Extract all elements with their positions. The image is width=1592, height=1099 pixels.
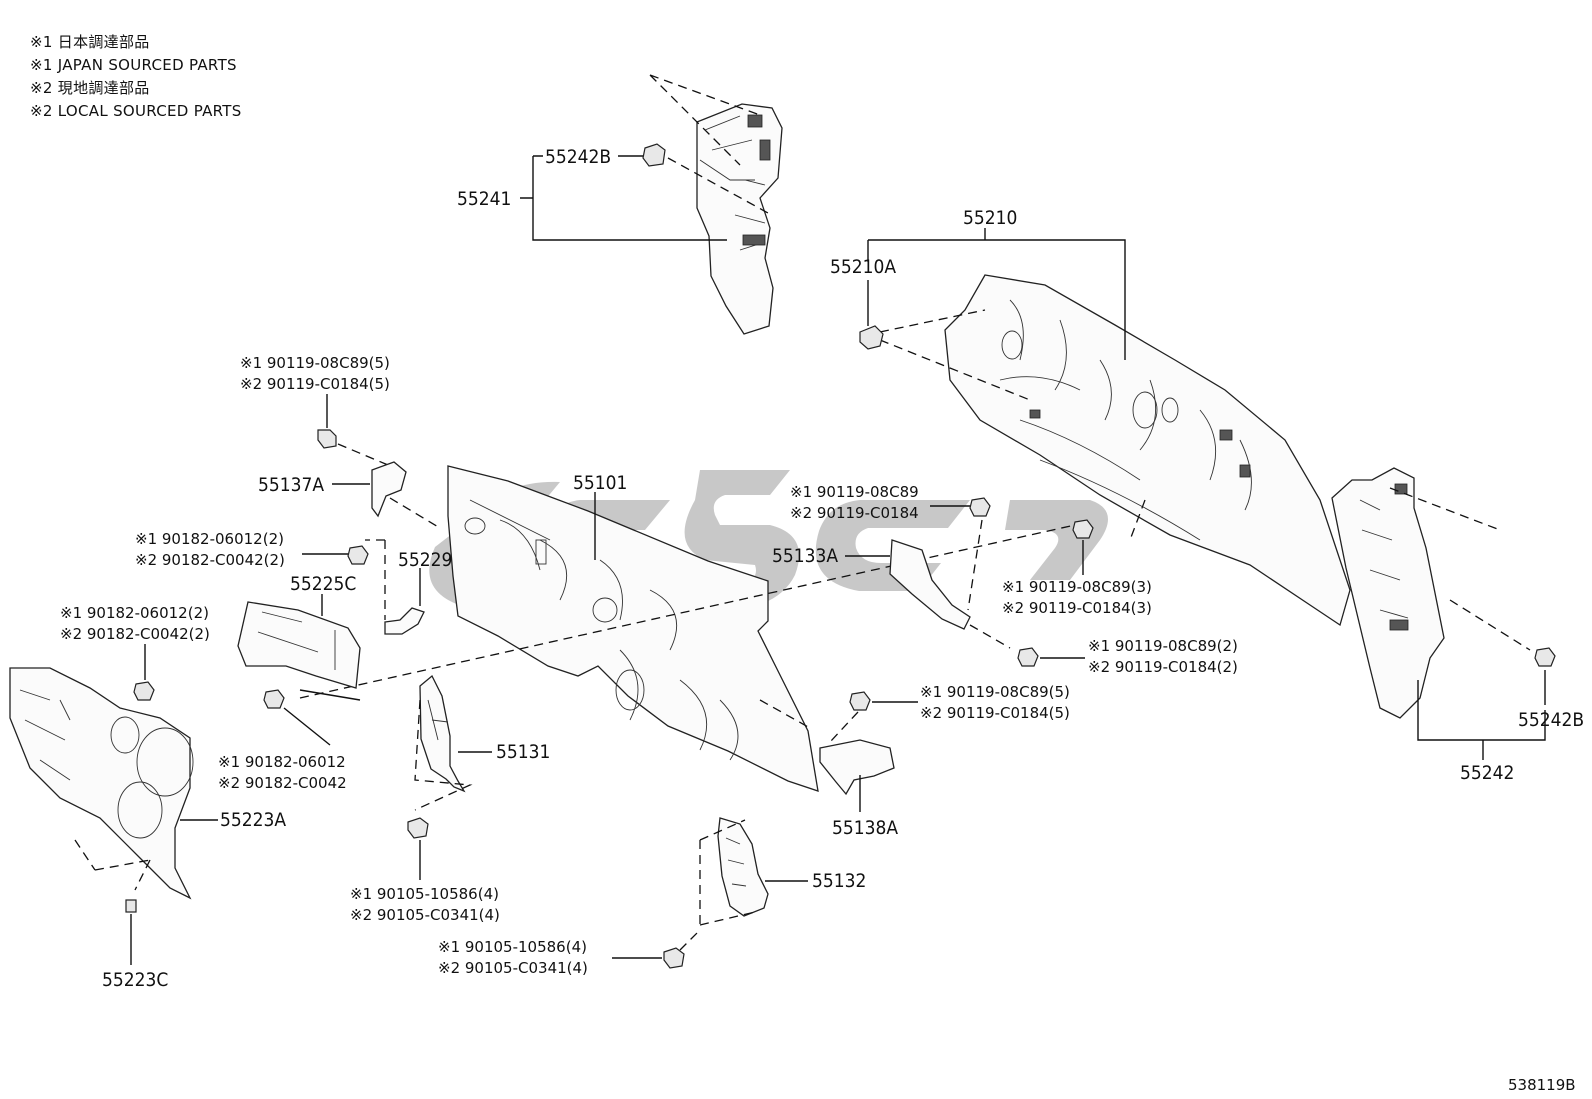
fastener-7b: ※2 90119-C0184: [790, 504, 919, 522]
label-55242B-right: 55242B: [1518, 709, 1584, 731]
part-55137A-illustration: [371, 461, 441, 529]
nut-lower: [263, 689, 331, 746]
fastener-8a: ※1 90119-08C89(3): [1002, 578, 1152, 596]
part-55210-illustration: [879, 274, 1351, 627]
part-55229-illustration: [365, 539, 425, 635]
part-55132-illustration: [699, 817, 808, 926]
label-55133A: 55133A: [772, 545, 838, 567]
note-3: ※2 現地調達部品: [30, 79, 150, 97]
label-55223C: 55223C: [102, 969, 168, 991]
part-55101-illustration: [299, 465, 1076, 792]
fastener-9b: ※2 90119-C0184(2): [1088, 658, 1238, 676]
part-55138A-illustration: [819, 739, 895, 812]
fastener-10b: ※2 90119-C0184(5): [920, 704, 1070, 722]
fastener-4a: ※1 90182-06012: [218, 753, 346, 771]
label-55242B-top: 55242B: [545, 146, 611, 168]
fastener-5b: ※2 90105-C0341(4): [350, 906, 500, 924]
part-55223A-illustration: [9, 667, 194, 900]
nut-left: [133, 644, 155, 701]
label-55242: 55242: [1460, 762, 1514, 784]
bolt-55138A: [829, 691, 918, 743]
fastener-9a: ※1 90119-08C89(2): [1088, 637, 1238, 655]
fastener-6b: ※2 90105-C0341(4): [438, 959, 588, 977]
note-4: ※2 LOCAL SOURCED PARTS: [30, 102, 242, 120]
fastener-7a: ※1 90119-08C89: [790, 483, 919, 501]
nut-upper: [302, 545, 369, 565]
clip-55223C: [125, 899, 137, 965]
legend-notes: ※1 日本調達部品 ※1 JAPAN SOURCED PARTS ※2 現地調達…: [30, 33, 242, 120]
clip-55242B-top: [642, 143, 666, 167]
fastener-6a: ※1 90105-10586(4): [438, 938, 587, 956]
bolt-90119-2: [1017, 647, 1085, 667]
bolt-upper-left: [317, 394, 389, 466]
note-1: ※1 日本調達部品: [30, 33, 150, 51]
label-55225C: 55225C: [290, 573, 356, 595]
bolt-lower-center: [612, 929, 701, 969]
clip-55210A: [859, 280, 884, 350]
part-55241-illustration: [649, 74, 783, 335]
illustration-id: 538119B: [1508, 1076, 1576, 1094]
bolt-lower-left: [407, 817, 429, 880]
bolt-90119-3: [1072, 519, 1094, 575]
fastener-4b: ※2 90182-C0042: [218, 774, 347, 792]
part-55225C-illustration: [237, 601, 361, 701]
label-55223A: 55223A: [220, 809, 286, 831]
label-55131: 55131: [496, 741, 550, 763]
clip-55242B-right: [1534, 647, 1556, 705]
fastener-3a: ※1 90182-06012(2): [60, 604, 209, 622]
fastener-8b: ※2 90119-C0184(3): [1002, 599, 1152, 617]
label-55210: 55210: [963, 207, 1017, 229]
fastener-1b: ※2 90119-C0184(5): [240, 375, 390, 393]
fastener-2b: ※2 90182-C0042(2): [135, 551, 285, 569]
fastener-1a: ※1 90119-08C89(5): [240, 354, 390, 372]
label-55210A: 55210A: [830, 256, 896, 278]
leader-55210: [867, 228, 1126, 360]
label-55229: 55229: [398, 549, 452, 571]
fastener-3b: ※2 90182-C0042(2): [60, 625, 210, 643]
note-2: ※1 JAPAN SOURCED PARTS: [30, 56, 237, 74]
fastener-10a: ※1 90119-08C89(5): [920, 683, 1070, 701]
leader-55241: [520, 155, 727, 241]
bolt-55133A: [930, 497, 991, 611]
fastener-5a: ※1 90105-10586(4): [350, 885, 499, 903]
label-55132: 55132: [812, 870, 866, 892]
label-55241: 55241: [457, 188, 511, 210]
label-55101: 55101: [573, 472, 627, 494]
part-55242-illustration: [1331, 467, 1546, 760]
part-55133A-illustration: [889, 539, 1011, 649]
label-55137A: 55137A: [258, 474, 324, 496]
label-55138A: 55138A: [832, 817, 898, 839]
part-55131-illustration: [414, 674, 492, 811]
fastener-2a: ※1 90182-06012(2): [135, 530, 284, 548]
